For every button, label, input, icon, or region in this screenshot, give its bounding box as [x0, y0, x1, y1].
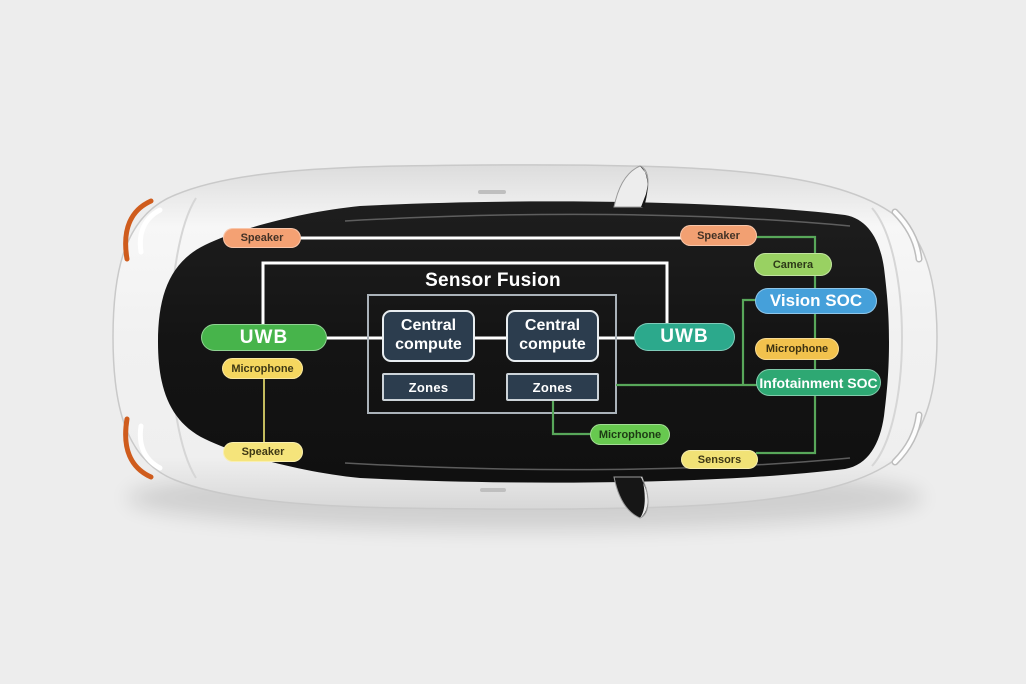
central-compute-box-1: Central compute [382, 310, 475, 362]
connector-sensor-fusion-bracket [261, 261, 669, 325]
headlight-slit-bottom-right [893, 413, 921, 464]
speaker-badge-top-right: Speaker [680, 225, 757, 246]
uwb-badge-left: UWB [201, 324, 327, 351]
window-line-top [344, 213, 851, 227]
camera-badge: Camera [754, 253, 832, 276]
marker-slit-bottom-left [137, 423, 163, 471]
microphone-badge-bottom: Microphone [590, 424, 670, 445]
sensors-badge: Sensors [681, 450, 758, 469]
door-handle-top [478, 190, 506, 194]
connector-vision-riser [741, 298, 757, 385]
connector-zones-microphone [551, 401, 590, 436]
compute-container-outline [367, 294, 617, 414]
central-compute-box-2: Central compute [506, 310, 599, 362]
infotainment-soc-badge: Infotainment SOC [756, 369, 881, 396]
side-mirror-top-edge [640, 166, 648, 207]
vision-soc-badge: Vision SOC [755, 288, 877, 314]
speaker-badge-top-left: Speaker [223, 228, 301, 248]
side-mirror-bottom-highlight [640, 477, 648, 518]
marker-light-bottom-left [123, 416, 154, 480]
side-mirror-bottom [613, 476, 649, 519]
microphone-badge-left: Microphone [222, 358, 303, 379]
sensor-fusion-title: Sensor Fusion [425, 270, 561, 291]
window-line-bottom [344, 457, 851, 471]
headlight-slit-top-right [893, 210, 921, 261]
zones-box-1: Zones [382, 373, 475, 401]
door-handle-bottom [480, 488, 506, 492]
zones-box-2: Zones [506, 373, 599, 401]
marker-slit-top-left [137, 207, 163, 255]
marker-light-top-left [123, 198, 154, 262]
microphone-badge-right: Microphone [755, 338, 839, 360]
speaker-badge-bottom-left: Speaker [223, 442, 303, 462]
uwb-badge-right: UWB [634, 323, 735, 351]
hood-seam [871, 207, 903, 467]
